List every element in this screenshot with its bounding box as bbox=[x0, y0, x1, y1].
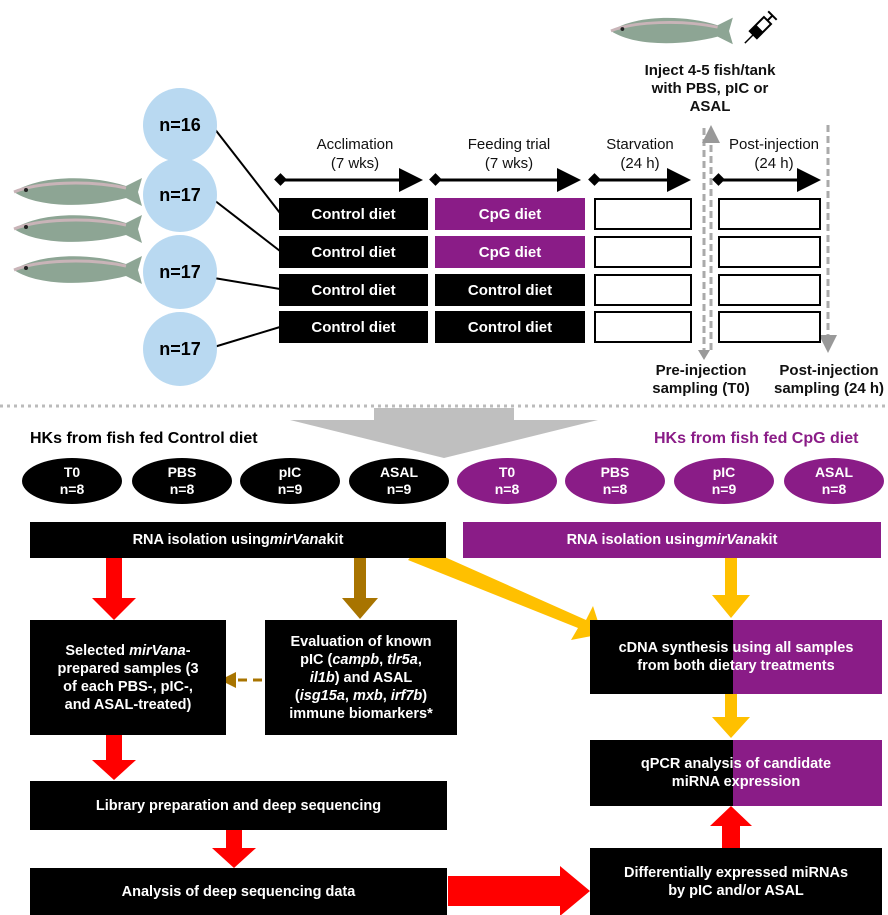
rna-isolation-cpg-box: RNA isolation using mirVana kit bbox=[463, 522, 881, 558]
phase-label-acclimation: Acclimation(7 wks) bbox=[316, 136, 394, 172]
tank-count-circle: n=16 bbox=[143, 88, 217, 162]
connector-line bbox=[213, 199, 281, 252]
timeline-arrow-post-injection bbox=[712, 168, 821, 192]
phase-label-feeding: Feeding trial(7 wks) bbox=[467, 136, 551, 172]
brown-arrows bbox=[220, 556, 378, 688]
gold-arrows bbox=[408, 546, 750, 738]
phase-label-starvation: Starvation(24 h) bbox=[606, 136, 674, 172]
rna-isolation-control-box: RNA isolation using mirVana kit bbox=[30, 522, 446, 558]
diet-box: Control diet bbox=[435, 311, 585, 343]
tank-count-circle: n=17 bbox=[143, 312, 217, 386]
fish-icon bbox=[13, 215, 142, 243]
diet-box: Control diet bbox=[279, 311, 428, 343]
empty-box bbox=[718, 198, 821, 230]
qpcr-analysis-box: qPCR analysis of candidate miRNA express… bbox=[590, 740, 882, 806]
diet-box: CpG diet bbox=[435, 236, 585, 268]
fish-icon bbox=[13, 256, 142, 284]
connector-line bbox=[213, 127, 281, 214]
cpg-group-header: HKs from fish fed CpG diet bbox=[654, 430, 859, 447]
connector-line bbox=[213, 326, 281, 348]
control-group-header: HKs from fish fed Control diet bbox=[30, 430, 258, 447]
diet-box: Control diet bbox=[279, 236, 428, 268]
empty-box bbox=[718, 274, 821, 306]
empty-box bbox=[718, 311, 821, 343]
timeline-arrow-starvation bbox=[588, 168, 691, 192]
connector-line bbox=[213, 277, 281, 290]
library-preparation-box: Library preparation and deep sequencing bbox=[30, 781, 447, 830]
funnel-arrow bbox=[290, 408, 598, 458]
empty-box bbox=[594, 198, 692, 230]
diet-box: Control diet bbox=[435, 274, 585, 306]
tank-count-circle: n=17 bbox=[143, 158, 217, 232]
phase-label-post-injection: Post-injection(24 h) bbox=[728, 136, 820, 172]
selected-samples-box: Selected mirVana- prepared samples (3 of… bbox=[30, 620, 226, 735]
fish-icon bbox=[13, 178, 142, 206]
diet-box: CpG diet bbox=[435, 198, 585, 230]
timeline-arrow-feeding bbox=[429, 168, 581, 192]
diet-box: Control diet bbox=[279, 198, 428, 230]
timeline-arrow-acclimation bbox=[274, 168, 423, 192]
empty-box bbox=[718, 236, 821, 268]
empty-box bbox=[594, 236, 692, 268]
biomarker-evaluation-box: Evaluation of known pIC (campb, tlr5a, i… bbox=[265, 620, 457, 735]
empty-box bbox=[594, 274, 692, 306]
empty-box bbox=[594, 311, 692, 343]
fish-icon bbox=[610, 17, 733, 45]
deep-sequencing-analysis-box: Analysis of deep sequencing data bbox=[30, 868, 447, 915]
syringe-icon bbox=[744, 10, 778, 44]
diet-box: Control diet bbox=[279, 274, 428, 306]
tank-count-circle: n=17 bbox=[143, 235, 217, 309]
cdna-synthesis-box: cDNA synthesis using all samples from bo… bbox=[590, 620, 882, 694]
red-arrows bbox=[92, 556, 752, 915]
differential-mirna-box: Differentially expressed miRNAs by pIC a… bbox=[590, 848, 882, 915]
